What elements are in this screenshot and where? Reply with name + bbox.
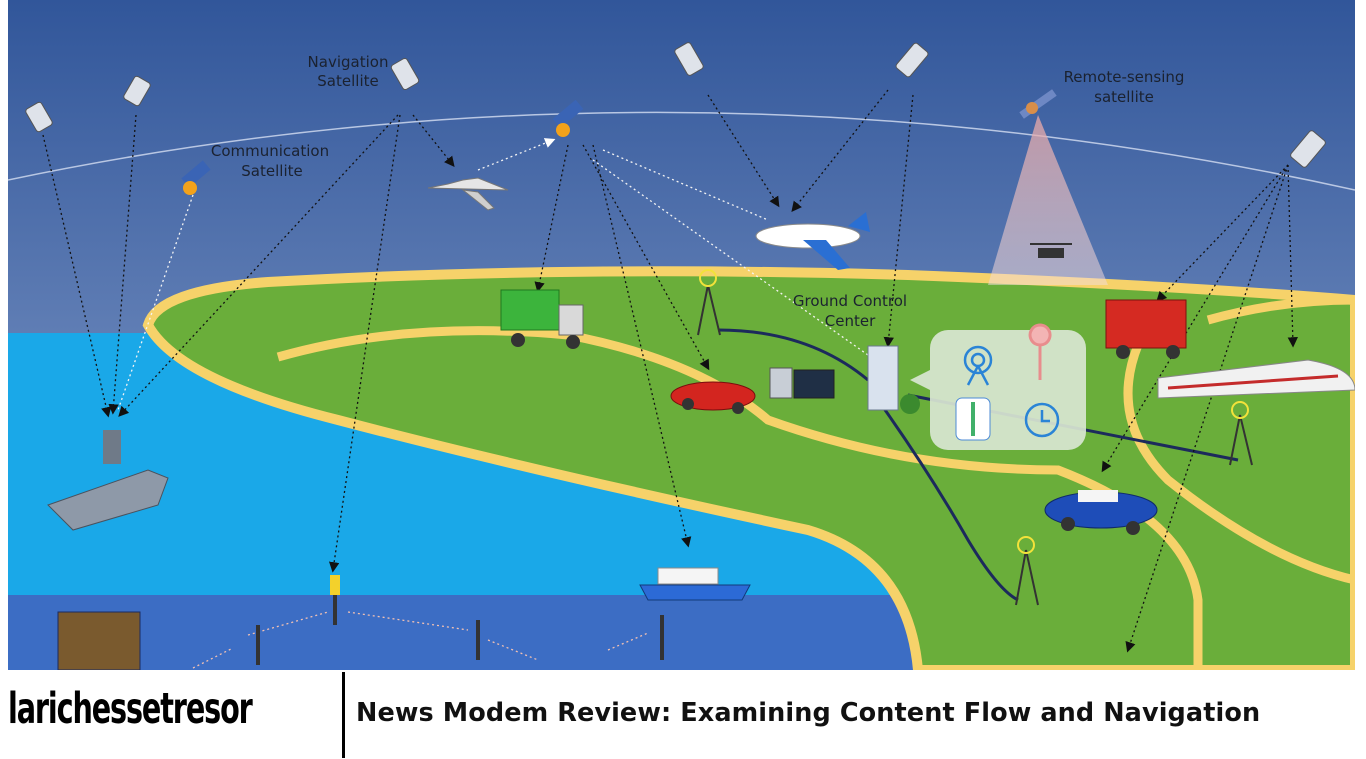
cable — [876, 399, 1019, 602]
fire-truck-icon — [1105, 299, 1187, 359]
navigation-satellite-label: Navigation — [308, 53, 389, 71]
radio-tower-icon — [963, 345, 993, 386]
clock-icon — [1024, 402, 1060, 438]
computer-icon — [769, 367, 835, 399]
svg-text:Remote-sensing: Remote-sensing — [1064, 68, 1185, 86]
remote-sensing-satellite-icon — [1019, 89, 1057, 119]
communication-satellite-icon — [181, 99, 584, 195]
satellite-network-illustration: Navigation Satellite Communication Satel… — [8, 0, 1355, 670]
deep-sea — [8, 595, 928, 670]
red-car-icon — [670, 381, 756, 414]
ground-control-label-2: Center — [825, 312, 876, 330]
site-logo[interactable]: larichessetresor — [8, 684, 253, 734]
ground-control-info-panel — [910, 323, 1086, 450]
police-car-icon — [1044, 490, 1158, 535]
buoy-icon — [256, 575, 664, 665]
radio-tower-icon — [697, 269, 1253, 606]
ground-control-label: Ground Control — [793, 292, 907, 310]
communication-satellite-label: Communication — [211, 142, 329, 160]
aircraft-carrier-icon — [47, 430, 169, 531]
map-pin-icon — [1028, 323, 1052, 380]
map-icon — [955, 397, 991, 441]
cable — [717, 328, 869, 382]
divider — [342, 672, 345, 758]
road — [1123, 343, 1355, 585]
sensing-beam — [988, 115, 1108, 285]
svg-text:Satellite: Satellite — [317, 72, 378, 90]
svg-text:Communication: Communication — [211, 142, 329, 160]
fighter-jet-icon — [427, 177, 509, 211]
svg-text:Center: Center — [825, 312, 876, 330]
remote-sensing-satellite-label-2: satellite — [1094, 88, 1154, 106]
communication-satellite-label-2: Satellite — [241, 162, 302, 180]
airplane-icon — [755, 212, 870, 270]
drone-icon — [1030, 243, 1072, 258]
svg-text:Satellite: Satellite — [241, 162, 302, 180]
ground-control-building-icon — [867, 345, 920, 414]
remote-sensing-satellite-label: Remote-sensing — [1064, 68, 1185, 86]
truck-icon — [500, 289, 584, 349]
article-title[interactable]: News Modem Review: Examining Content Flo… — [356, 698, 1261, 728]
satellite-icon — [25, 42, 1326, 168]
article-footer: larichessetresor News Modem Review: Exam… — [0, 670, 1366, 759]
svg-text:satellite: satellite — [1094, 88, 1154, 106]
svg-text:Ground Control: Ground Control — [793, 292, 907, 310]
seabed-scan — [57, 611, 141, 670]
ship-icon — [639, 567, 751, 601]
navigation-satellite-label-2: Satellite — [317, 72, 378, 90]
orbit-line — [8, 111, 1355, 191]
road — [1206, 295, 1355, 325]
svg-text:Navigation: Navigation — [308, 53, 389, 71]
